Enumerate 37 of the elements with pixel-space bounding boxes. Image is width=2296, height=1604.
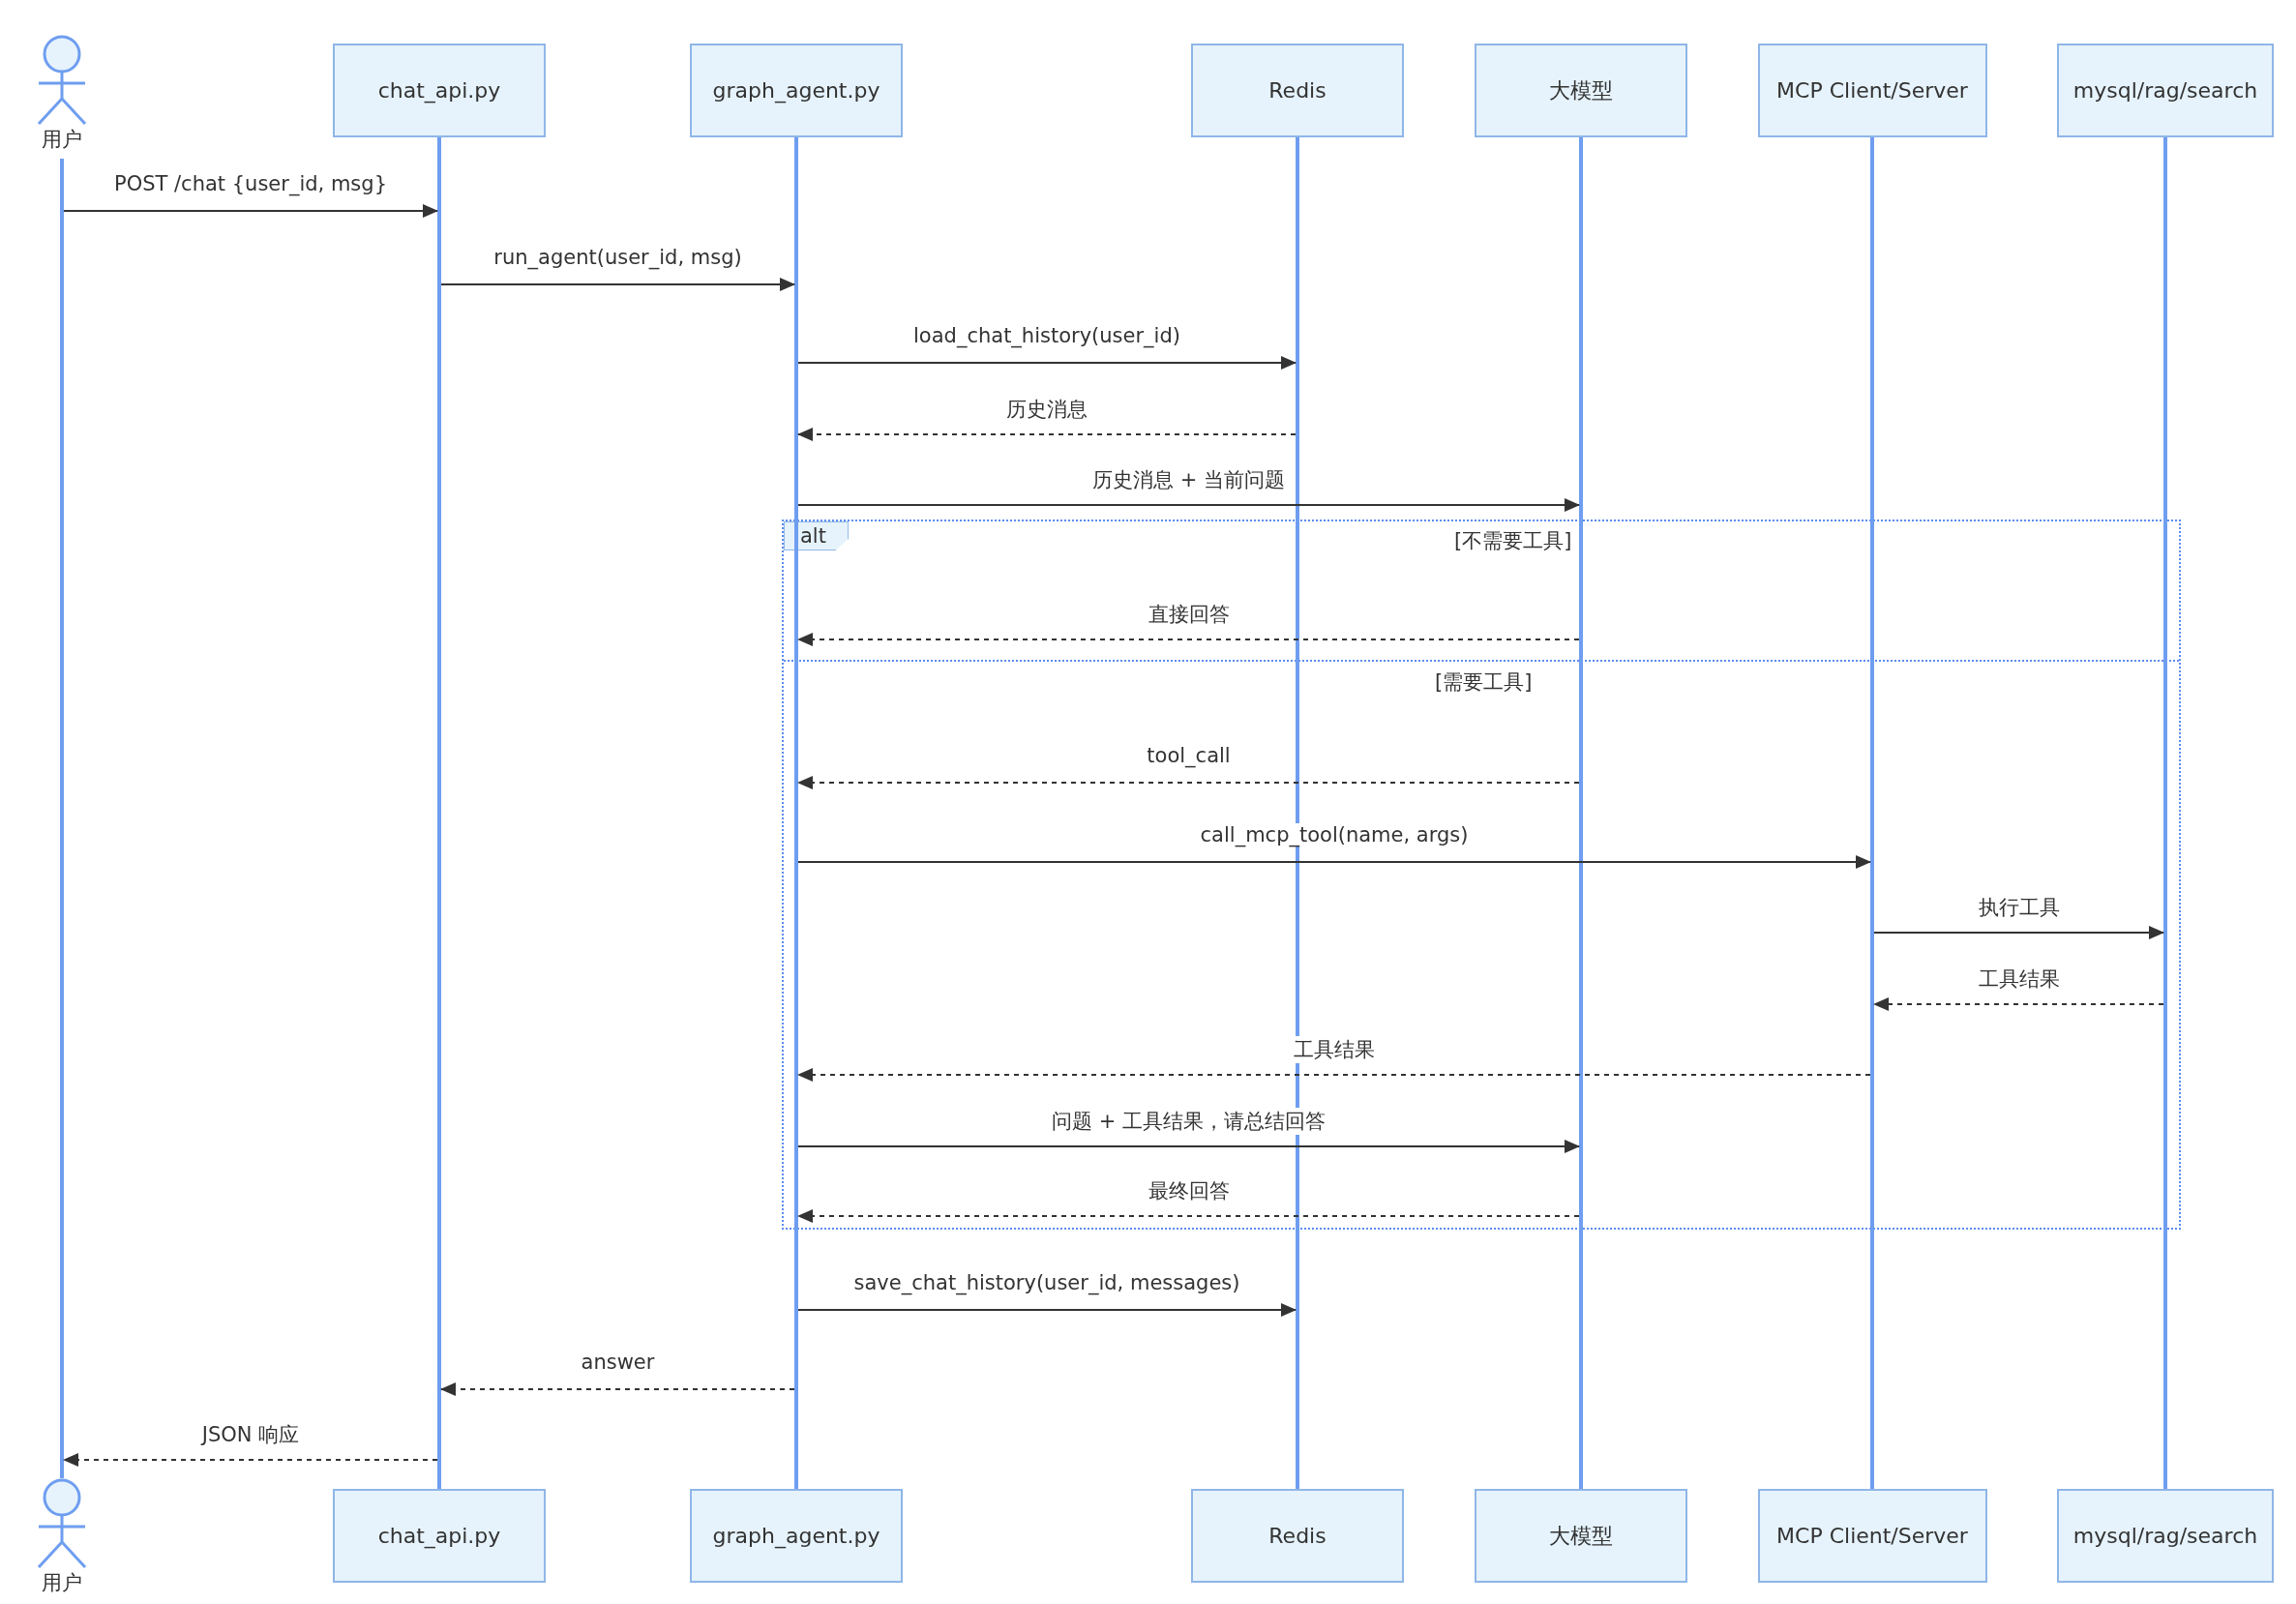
message-arrow xyxy=(797,1303,1297,1317)
lifeline xyxy=(1579,137,1583,1489)
alt-tab: alt xyxy=(784,521,849,550)
message-arrow xyxy=(440,1382,795,1396)
message-arrow xyxy=(797,498,1580,512)
participant-box: MCP Client/Server xyxy=(1757,1489,1987,1583)
lifeline xyxy=(794,137,798,1489)
message-arrow xyxy=(797,1209,1580,1223)
participant-box: Redis xyxy=(1191,44,1404,137)
participant-box: mysql/rag/search xyxy=(2057,1489,2274,1583)
participant-box: graph_agent.py xyxy=(690,44,903,137)
participant-box: chat_api.py xyxy=(333,1489,546,1583)
lifeline xyxy=(1870,137,1874,1489)
participant-box: mysql/rag/search xyxy=(2057,44,2274,137)
message-arrow xyxy=(797,356,1297,370)
participant-box: Redis xyxy=(1191,1489,1404,1583)
participant-box: 大模型 xyxy=(1475,1489,1687,1583)
lifeline xyxy=(2163,137,2167,1489)
message-arrow xyxy=(797,855,1871,869)
participant-box: chat_api.py xyxy=(333,44,546,137)
participant-box: MCP Client/Server xyxy=(1757,44,1987,137)
message-arrow xyxy=(797,1140,1580,1153)
message-arrow xyxy=(63,204,438,218)
message-arrow xyxy=(1873,997,2164,1011)
message-arrow xyxy=(797,776,1580,789)
message-arrow xyxy=(1873,926,2164,939)
lifeline xyxy=(60,159,64,1478)
message-arrow xyxy=(63,1453,438,1467)
actor-label: 用户 xyxy=(42,127,82,153)
message-arrow xyxy=(440,278,795,291)
actor-label: 用户 xyxy=(42,1570,82,1596)
message-arrow xyxy=(797,1068,1871,1082)
lifeline xyxy=(437,137,441,1489)
participant-box: graph_agent.py xyxy=(690,1489,903,1583)
participant-box: 大模型 xyxy=(1475,44,1687,137)
message-arrow xyxy=(797,428,1297,441)
message-arrow xyxy=(797,633,1580,646)
